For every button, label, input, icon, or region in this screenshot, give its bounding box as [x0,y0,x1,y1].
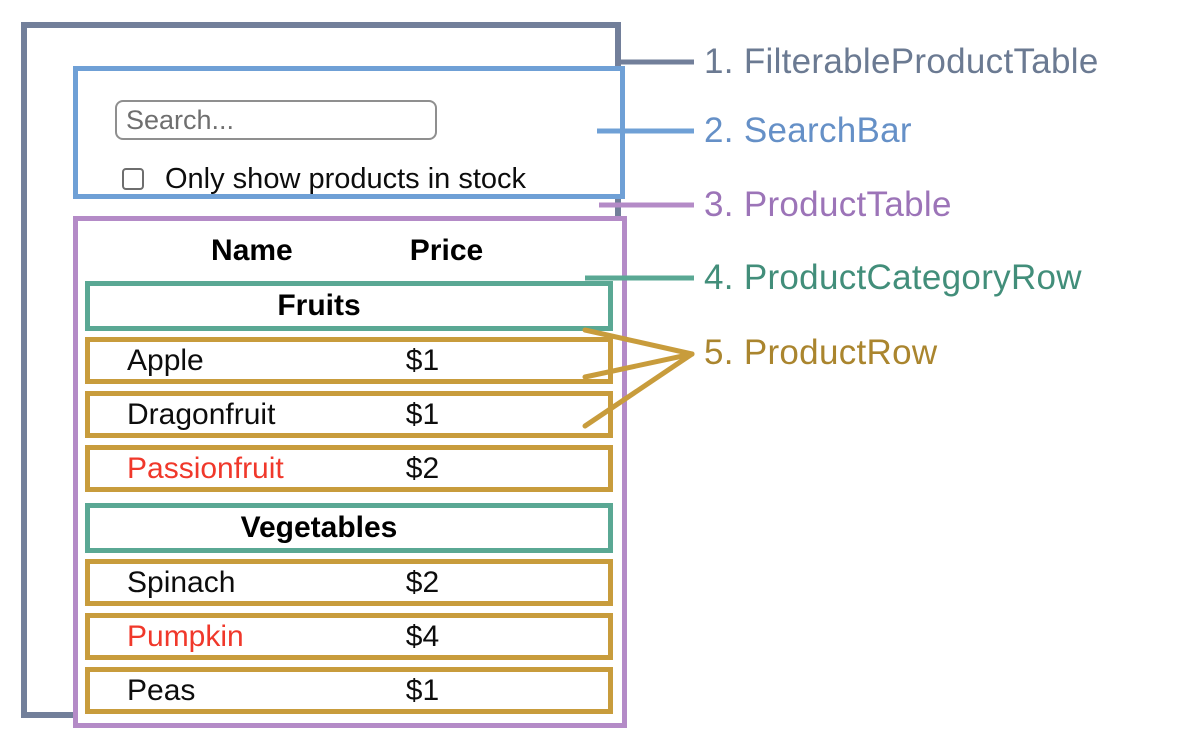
product-category-row: Fruits [85,281,613,331]
product-name: Peas [127,673,196,707]
legend-item-product-category-row: 4. ProductCategoryRow [704,258,1082,297]
legend-item-search-bar: 2. SearchBar [704,111,912,150]
product-price: $4 [405,619,440,653]
search-bar-box: Only show products in stock [73,66,625,199]
product-price: $2 [405,451,440,485]
product-row: Dragonfruit $1 [85,391,613,438]
product-name: Pumpkin [127,619,244,653]
in-stock-checkbox[interactable] [122,168,144,190]
product-row: Apple $1 [85,337,613,384]
filterable-product-table-box: Only show products in stock Name Price F… [21,22,627,728]
category-label: Vegetables [240,511,398,544]
search-input[interactable] [115,100,437,140]
product-row: Peas $1 [85,667,613,714]
product-row: Spinach $2 [85,559,613,606]
product-price: $1 [405,343,440,377]
product-price: $1 [405,673,440,707]
price-column-header: Price [409,234,484,267]
category-label: Fruits [277,289,361,322]
product-price: $1 [405,397,440,431]
legend-item-product-row: 5. ProductRow [704,333,938,372]
product-name: Spinach [127,565,236,599]
product-price: $2 [405,565,440,599]
in-stock-checkbox-label: Only show products in stock [165,162,527,195]
product-name: Apple [127,343,204,377]
product-category-row: Vegetables [85,503,613,553]
in-stock-filter-row: Only show products in stock [122,161,526,197]
product-row: Pumpkin $4 [85,613,613,660]
product-name: Passionfruit [127,451,284,485]
table-header-row: Name Price [85,221,613,281]
product-name: Dragonfruit [127,397,276,431]
legend-item-filterable-product-table: 1. FilterableProductTable [704,42,1099,81]
product-row: Passionfruit $2 [85,445,613,492]
legend-item-product-table: 3. ProductTable [704,185,952,224]
name-column-header: Name [211,234,293,267]
